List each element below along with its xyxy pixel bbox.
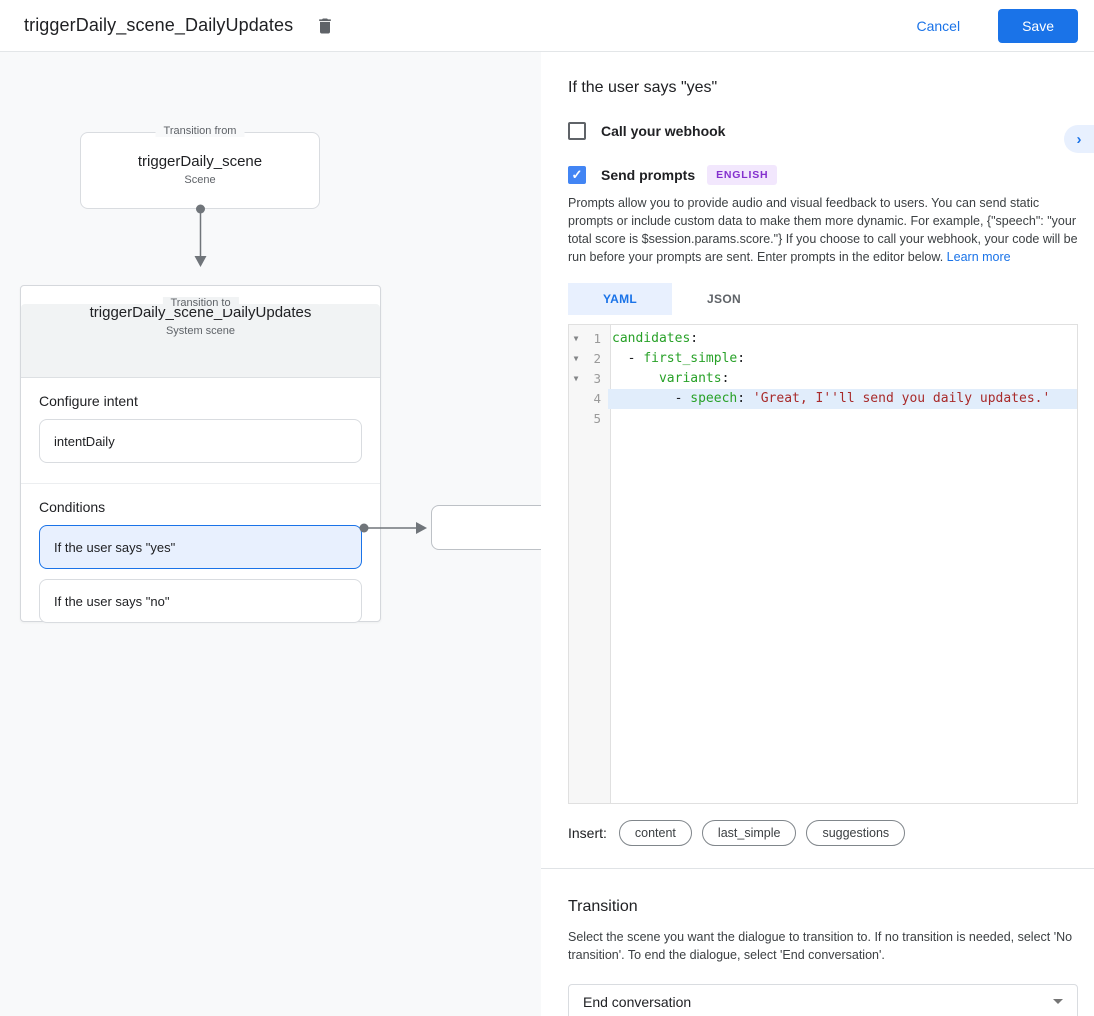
send-prompts-label: Send prompts: [601, 167, 696, 183]
call-webhook-label: Call your webhook: [601, 123, 726, 139]
line-number: 2: [593, 350, 601, 366]
code-text: candidates:: [612, 330, 699, 346]
tab-json[interactable]: JSON: [707, 291, 741, 306]
code-text: [608, 409, 1077, 429]
cancel-button[interactable]: Cancel: [900, 10, 976, 42]
transition-to-card: Transition to triggerDaily_scene_DailyUp…: [20, 285, 381, 623]
editor-format-tabs: YAML JSON: [568, 282, 1078, 315]
condition-detail-panel: › If the user says "yes" Call your webho…: [541, 52, 1094, 1016]
page-title: triggerDaily_scene_DailyUpdates: [24, 15, 294, 35]
yaml-code-editor[interactable]: ▼ 1 candidates: ▼ 2 - first_simple: ▼ 3 varian…: [568, 323, 1078, 804]
panel-content: If the user says "yes" Call your webhook…: [541, 52, 1094, 846]
send-prompts-row: ✓ Send prompts ENGLISH: [568, 165, 1078, 185]
to-scene-name: triggerDaily_scene_DailyUpdates: [89, 304, 312, 321]
insert-chip-content[interactable]: content: [618, 819, 692, 846]
chevron-right-icon: ›: [1076, 130, 1082, 148]
scene-diagram-canvas: Transition from triggerDaily_scene Scene…: [0, 52, 541, 1016]
send-prompts-checkbox[interactable]: ✓: [568, 166, 586, 184]
trash-icon: [315, 16, 335, 36]
configure-intent-label: Configure intent: [39, 393, 138, 409]
delete-scene-button[interactable]: [311, 12, 339, 40]
transition-from-legend: Transition from: [155, 125, 245, 137]
code-line: ▼ 1 candidates:: [569, 329, 1077, 349]
transition-section: Transition Select the scene you want the…: [541, 869, 1094, 1016]
collapse-panel-button[interactable]: ›: [1064, 125, 1094, 153]
save-button[interactable]: Save: [998, 8, 1078, 43]
top-bar: triggerDaily_scene_DailyUpdates Cancel S…: [0, 0, 1094, 52]
to-scene-type: System scene: [165, 325, 236, 337]
code-text: - speech: 'Great, I''ll send you daily u…: [608, 388, 1077, 409]
fold-arrow-icon[interactable]: ▼: [573, 353, 579, 363]
condition-list: If the user says "yes" If the user says "…: [39, 525, 362, 623]
section-divider: [541, 867, 1094, 869]
configure-intent-section: Configure intent intentDaily: [21, 378, 380, 483]
code-text: - first_simple:: [612, 350, 746, 366]
learn-more-link[interactable]: Learn more: [946, 250, 1011, 265]
call-webhook-checkbox[interactable]: [568, 122, 586, 140]
code-line: 5: [569, 409, 1077, 429]
code-text: variants:: [658, 370, 730, 386]
from-scene-name: triggerDaily_scene: [137, 153, 263, 170]
editor-gutter: [569, 324, 611, 803]
fold-spacer: [569, 389, 583, 409]
transition-to-legend: Transition to: [162, 297, 239, 309]
transition-target-stub-node[interactable]: [431, 505, 541, 550]
webhook-row: Call your webhook: [568, 122, 1078, 140]
arrowhead-right: [416, 522, 427, 534]
conditions-label: Conditions: [39, 499, 106, 515]
prompts-description: Prompts allow you to provide audio and v…: [568, 194, 1078, 267]
tab-yaml[interactable]: YAML: [568, 282, 672, 315]
from-scene-type: Scene: [184, 174, 216, 186]
transition-select[interactable]: End conversation: [568, 983, 1078, 1016]
line-number: 3: [593, 370, 601, 386]
code-line: ▼ 2 - first_simple:: [569, 349, 1077, 369]
insert-chip-last_simple[interactable]: last_simple: [701, 819, 797, 846]
fold-arrow-icon[interactable]: ▼: [573, 373, 579, 383]
line-number: 1: [593, 330, 601, 346]
prompts-description-text: Prompts allow you to provide audio and v…: [568, 196, 1078, 265]
intent-field[interactable]: intentDaily: [39, 419, 362, 463]
transition-to-header[interactable]: Transition to triggerDaily_scene_DailyUp…: [21, 297, 380, 378]
transition-select-value: End conversation: [583, 993, 692, 1010]
arrowhead-down: [194, 256, 207, 267]
dropdown-caret-icon: [1053, 999, 1063, 1005]
insert-chip-suggestions[interactable]: suggestions: [806, 819, 906, 846]
transition-heading: Transition: [568, 897, 638, 915]
main-area: Transition from triggerDaily_scene Scene…: [0, 52, 1094, 1016]
line-number: 5: [593, 410, 601, 426]
code-line: 4 - speech: 'Great, I''ll send you daily…: [569, 388, 1077, 409]
insert-label: Insert:: [568, 824, 607, 841]
insert-chip-list: content last_simple suggestions: [618, 819, 915, 846]
transition-from-node[interactable]: Transition from triggerDaily_scene Scene: [80, 125, 320, 209]
condition-item[interactable]: If the user says "yes": [39, 525, 362, 569]
fold-arrow-icon[interactable]: ▼: [573, 333, 579, 343]
condition-item[interactable]: If the user says "no": [39, 579, 362, 623]
insert-row: Insert: content last_simple suggestions: [568, 819, 1078, 846]
transition-description: Select the scene you want the dialogue t…: [568, 929, 1073, 962]
line-number: 4: [593, 390, 601, 406]
conditions-section: Conditions If the user says "yes"If the …: [21, 483, 380, 643]
language-badge: ENGLISH: [707, 165, 778, 185]
condition-title: If the user says "yes": [568, 79, 718, 96]
editor-lines: ▼ 1 candidates: ▼ 2 - first_simple: ▼ 3 varian…: [569, 325, 1077, 429]
code-line: ▼ 3 variants:: [569, 369, 1077, 389]
fold-spacer: [569, 409, 583, 429]
